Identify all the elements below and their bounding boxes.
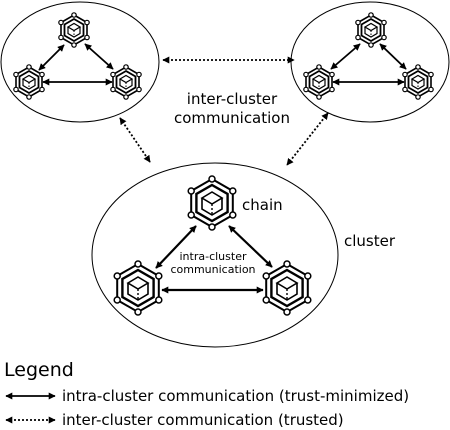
inter-cluster-link-left [119, 117, 151, 163]
intra-cluster-label-line2: communication [170, 263, 255, 276]
cluster-label: cluster [344, 232, 396, 250]
legend-item-label: intra-cluster communication (trust-minim… [62, 387, 409, 405]
legend: Legend intra-cluster communication (trus… [4, 359, 409, 429]
inter-cluster-label-line1: inter-cluster [187, 90, 278, 108]
intra-cluster-label-line1: intra-cluster [180, 250, 247, 263]
intra-cluster-links-top-right [330, 43, 407, 86]
inter-cluster-link-right [286, 112, 329, 166]
intra-cluster-links-top-left [38, 43, 114, 86]
intra-cluster-links-main [155, 225, 273, 294]
legend-title: Legend [4, 359, 74, 381]
inter-cluster-label-line2: communication [174, 109, 290, 127]
chain-label: chain [242, 196, 283, 214]
inter-cluster-links [119, 56, 329, 166]
legend-item-label: inter-cluster communication (trusted) [62, 411, 344, 429]
